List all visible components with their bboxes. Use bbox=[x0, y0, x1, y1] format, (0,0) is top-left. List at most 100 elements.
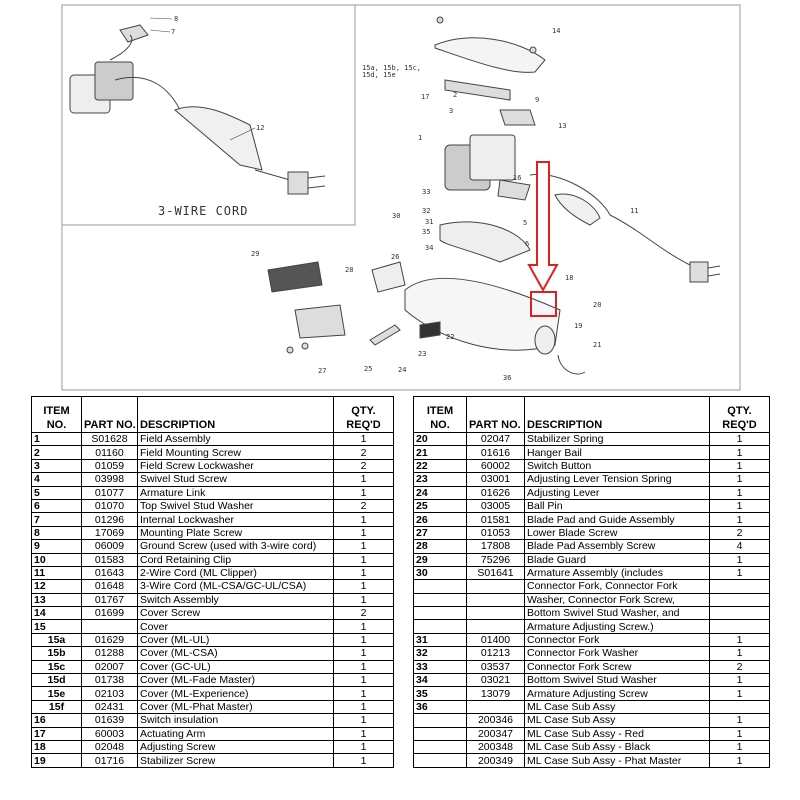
item-no-cell: 5 bbox=[31, 485, 82, 500]
callout-label: 15a, 15b, 15c, bbox=[362, 64, 421, 72]
item-no-cell: 15f bbox=[31, 699, 82, 715]
callout-label: 3 bbox=[449, 107, 453, 115]
item-no-cell: 15 bbox=[31, 619, 82, 634]
qty-cell: 1 bbox=[333, 619, 394, 634]
item-no-cell: 23 bbox=[413, 472, 467, 487]
callout-label: 30 bbox=[392, 212, 400, 220]
part-no-cell: 200346 bbox=[466, 713, 525, 728]
item-no-cell: 35 bbox=[413, 686, 467, 701]
part-no-cell: 01296 bbox=[81, 512, 138, 527]
item-no-cell: 4 bbox=[31, 472, 82, 487]
part-no-cell: 01738 bbox=[81, 673, 138, 688]
item-no-cell: 36 bbox=[413, 699, 467, 715]
description-cell: Adjusting Lever bbox=[524, 485, 710, 500]
qty-cell: 1 bbox=[333, 485, 394, 500]
callout-label: 32 bbox=[422, 207, 430, 215]
item-no-cell: 11 bbox=[31, 565, 82, 581]
part-no-cell: S01641 bbox=[466, 565, 525, 581]
diagram-frame bbox=[61, 4, 741, 391]
item-no-cell: 15b bbox=[31, 646, 82, 661]
description-cell: Cover (ML-Experience) bbox=[137, 686, 334, 701]
description-cell: Adjusting Screw bbox=[137, 739, 334, 755]
item-no-cell: 16 bbox=[31, 713, 82, 728]
qty-cell: 1 bbox=[333, 512, 394, 527]
qty-cell: 1 bbox=[709, 753, 770, 768]
item-no-cell: 14 bbox=[31, 606, 82, 621]
qty-cell: 1 bbox=[709, 472, 770, 487]
callouts: 14 15a, 15b, 15c, 15d, 15e 17 9 2 13 3 1… bbox=[251, 27, 638, 382]
table-row: Bottom Swivel Stud Washer, and bbox=[413, 606, 770, 621]
callout-label: 19 bbox=[574, 322, 582, 330]
table-row: Armature Adjusting Screw.) bbox=[413, 619, 770, 634]
description-cell: 3-Wire Cord (ML-CSA/GC-UL/CSA) bbox=[137, 579, 334, 594]
qty-cell: 1 bbox=[709, 646, 770, 661]
description-cell: Cover (ML-CSA) bbox=[137, 646, 334, 661]
part-no-cell: 01699 bbox=[81, 606, 138, 621]
part-no-cell: 01053 bbox=[466, 525, 525, 541]
description-cell: Connector Fork bbox=[524, 632, 710, 648]
callout-label: 15d, 15e bbox=[362, 71, 396, 79]
callout-label: 9 bbox=[535, 96, 539, 104]
item-no-cell: 8 bbox=[31, 525, 82, 541]
description-cell: ML Case Sub Assy - Black bbox=[524, 739, 710, 755]
item-no-cell bbox=[413, 579, 467, 594]
callout-label: 25 bbox=[364, 365, 372, 373]
header-part-no: PART NO. bbox=[81, 396, 138, 433]
qty-cell: 1 bbox=[333, 592, 394, 608]
part-no-cell: 02047 bbox=[466, 431, 525, 447]
qty-cell: 1 bbox=[333, 739, 394, 755]
qty-cell: 1 bbox=[333, 753, 394, 768]
part-no-cell bbox=[466, 606, 525, 621]
qty-cell: 1 bbox=[709, 458, 770, 474]
description-cell: Internal Lockwasher bbox=[137, 512, 334, 527]
inset-3-wire-cord: 8 7 12 3-WIRE CORD bbox=[61, 4, 356, 226]
part-no-cell: 01583 bbox=[81, 552, 138, 567]
qty-cell: 1 bbox=[333, 431, 394, 447]
callout-label: 27 bbox=[318, 367, 326, 375]
qty-cell: 1 bbox=[709, 713, 770, 728]
description-cell: Armature Link bbox=[137, 485, 334, 500]
qty-cell: 1 bbox=[333, 552, 394, 567]
qty-cell: 1 bbox=[709, 632, 770, 648]
description-cell: Stabilizer Screw bbox=[137, 753, 334, 768]
part-no-cell: 200348 bbox=[466, 739, 525, 755]
item-no-cell: 10 bbox=[31, 552, 82, 567]
item-no-cell: 24 bbox=[413, 485, 467, 500]
description-cell: Switch Assembly bbox=[137, 592, 334, 608]
part-no-cell: 02431 bbox=[81, 699, 138, 715]
part-no-cell: 01213 bbox=[466, 646, 525, 661]
part-no-cell: 01639 bbox=[81, 713, 138, 728]
qty-cell: 1 bbox=[333, 713, 394, 728]
description-cell: Connector Fork Screw bbox=[524, 659, 710, 675]
qty-cell: 1 bbox=[709, 512, 770, 527]
description-cell: Switch Button bbox=[524, 458, 710, 474]
callout-label: 1 bbox=[418, 134, 422, 142]
description-cell: Washer, Connector Fork Screw, bbox=[524, 592, 710, 608]
description-cell: ML Case Sub Assy - Red bbox=[524, 726, 710, 741]
description-cell: Hanger Bail bbox=[524, 445, 710, 460]
part-no-cell: 01643 bbox=[81, 565, 138, 581]
qty-cell: 2 bbox=[333, 458, 394, 474]
item-no-cell: 15c bbox=[31, 659, 82, 675]
